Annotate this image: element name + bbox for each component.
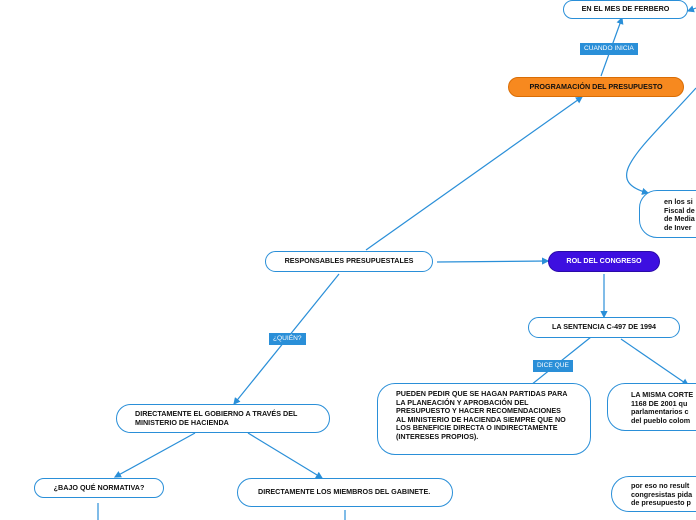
- node-mes-ferbero[interactable]: EN EL MES DE FERBERO: [563, 0, 688, 19]
- edge-gobierno-to-miembros: [247, 432, 324, 479]
- edge-label-quien: ¿QUIÉN?: [269, 333, 306, 345]
- edge-offscreen-to-mes: [686, 5, 696, 13]
- node-gobierno-hacienda[interactable]: DIRECTAMENTE EL GOBIERNO A TRAVÉS DEL MI…: [116, 404, 330, 433]
- edge-responsables-to-rol: [436, 257, 550, 265]
- node-misma-corte[interactable]: LA MISMA CORTE 1168 DE 2001 qu parlament…: [607, 383, 696, 431]
- edge-responsables-to-programacion: [365, 96, 583, 251]
- node-pueden-pedir[interactable]: PUEDEN PEDIR QUE SE HAGAN PARTIDAS PARA …: [377, 383, 591, 455]
- node-por-eso[interactable]: por eso no result congresistas pida de p…: [611, 476, 696, 512]
- node-rol-congreso[interactable]: ROL DEL CONGRESO: [548, 251, 660, 272]
- node-miembros-gabinete[interactable]: DIRECTAMENTE LOS MIEMBROS DEL GABINETE.: [237, 478, 453, 507]
- edge-sentencia-to-misma: [620, 338, 689, 386]
- node-responsables-presupuestales[interactable]: RESPONSABLES PRESUPUESTALES: [265, 251, 433, 272]
- edge-label-dice-que: DICE QUE: [533, 360, 573, 372]
- edge-curve-to-en-los: [626, 87, 696, 195]
- edge-label-cuando-inicia: CUANDO INICIA: [580, 43, 638, 55]
- node-bajo-normativa[interactable]: ¿BAJO QUÉ NORMATIVA?: [34, 478, 164, 498]
- node-sentencia[interactable]: LA SENTENCIA C-497 DE 1994: [528, 317, 680, 338]
- node-programacion-presupuesto[interactable]: PROGRAMACIÓN DEL PRESUPUESTO: [508, 77, 684, 97]
- edge-gobierno-to-bajo: [113, 432, 196, 478]
- node-en-los[interactable]: en los si Fiscal de de Media de Inver: [639, 190, 696, 238]
